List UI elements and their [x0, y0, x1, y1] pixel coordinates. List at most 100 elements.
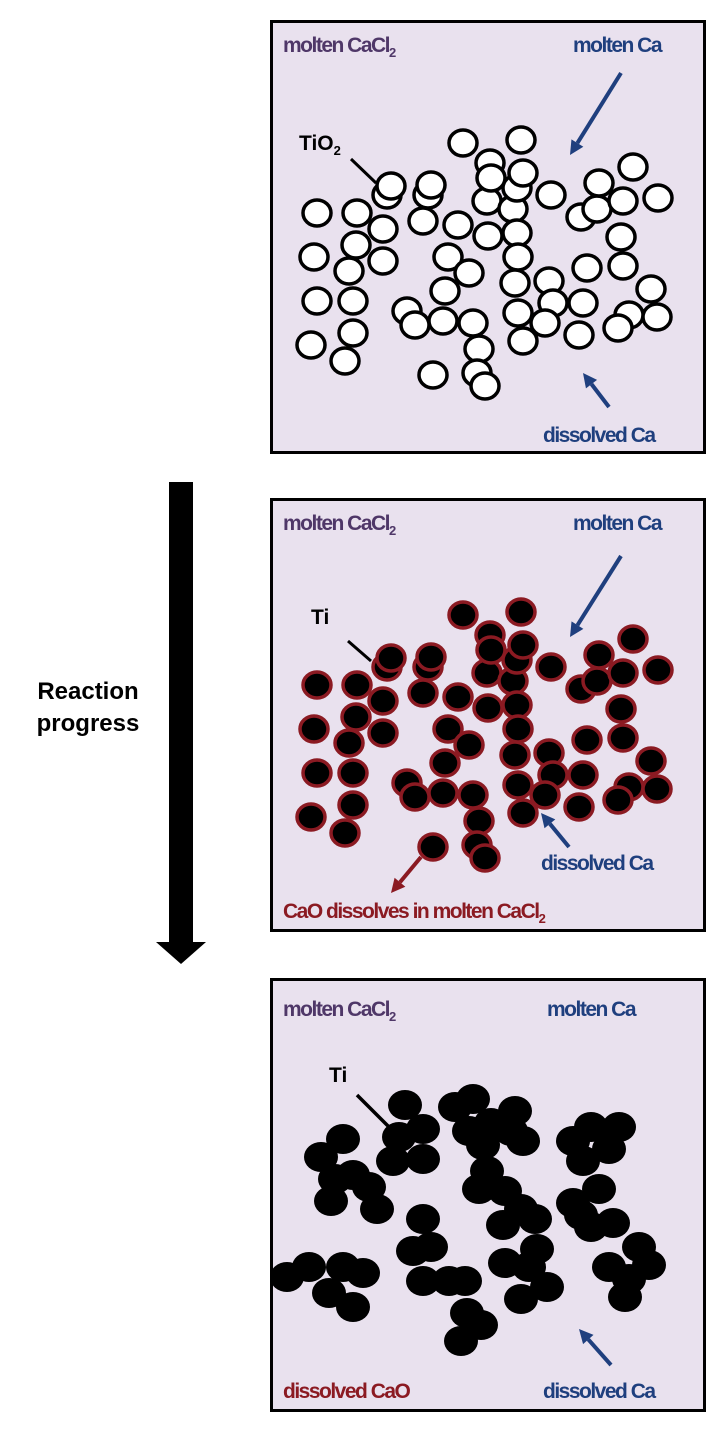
tio2-particle — [427, 306, 459, 336]
ti-particle — [417, 832, 449, 862]
ti-particle — [301, 670, 333, 700]
ti-particle — [507, 798, 539, 828]
tio2-particle — [337, 318, 369, 348]
tio2-particle — [507, 326, 539, 356]
tio2-particle — [607, 186, 639, 216]
sintered-ti-cluster — [376, 1090, 440, 1176]
ti-grain — [622, 1232, 656, 1262]
sintered-ti-cluster — [488, 1234, 564, 1314]
tio2-particle — [472, 221, 504, 251]
tio2-particle — [499, 268, 531, 298]
ti-particle — [415, 642, 447, 672]
tio2-particle — [432, 242, 464, 272]
ti-leader-line — [347, 639, 372, 663]
tio2-particle — [502, 298, 534, 328]
sintered-ti-cluster — [556, 1174, 630, 1242]
tio2-particle — [301, 198, 333, 228]
ti-particle — [298, 714, 330, 744]
ti-particle — [641, 774, 673, 804]
ti-particle — [472, 693, 504, 723]
tio2-particle — [475, 163, 507, 193]
tio2-particle — [442, 210, 474, 240]
ti-particle — [529, 780, 561, 810]
tio2-particle — [301, 286, 333, 316]
ti-grain — [346, 1258, 380, 1288]
ti-particle — [367, 718, 399, 748]
ti-grain — [564, 1200, 598, 1230]
ti-grain — [376, 1146, 410, 1176]
ti-particle — [447, 600, 479, 630]
tio2-particle — [457, 308, 489, 338]
ti-particle — [399, 782, 431, 812]
tio2-particle — [367, 214, 399, 244]
tio2-particle — [581, 194, 613, 224]
ti-particle — [333, 728, 365, 758]
ti-particle — [583, 640, 615, 670]
ti-particle — [563, 792, 595, 822]
ti-grain — [462, 1174, 496, 1204]
tio2-particle — [502, 242, 534, 272]
ti-grain — [602, 1112, 636, 1142]
cao-dissolves-arrow — [391, 855, 423, 893]
ti-particle — [329, 818, 361, 848]
ti-grain — [326, 1124, 360, 1154]
ti-particle — [502, 714, 534, 744]
tio2-particle — [507, 158, 539, 188]
ti-grain — [304, 1142, 338, 1172]
tio2-particle — [407, 206, 439, 236]
ti-particle — [407, 678, 439, 708]
ti-grain — [520, 1234, 554, 1264]
tio2-particle — [602, 313, 634, 343]
dissolved-cao-label: dissolved CaO — [283, 1380, 411, 1403]
ti-particle — [429, 748, 461, 778]
ti-grain — [406, 1204, 440, 1234]
tio2-particle — [567, 288, 599, 318]
ti-particle — [642, 655, 674, 685]
tio2-particle — [341, 198, 373, 228]
ti-grain — [312, 1278, 346, 1308]
particle-layer — [295, 554, 674, 893]
ti-particle — [375, 643, 407, 673]
ti-grain — [464, 1310, 498, 1340]
particle-layer — [273, 1084, 666, 1367]
ti-particle — [337, 758, 369, 788]
tio2-particle — [295, 330, 327, 360]
molten-ca-label: molten Ca — [573, 512, 663, 535]
ti-leader-line — [355, 1093, 397, 1135]
sintered-ti-cluster — [556, 1112, 636, 1176]
ti-particle — [463, 806, 495, 836]
tio2-particle — [399, 310, 431, 340]
ti-grain — [352, 1172, 386, 1202]
sintered-ti-cluster — [304, 1124, 394, 1224]
tio2-particle — [367, 246, 399, 276]
ti-label: Ti — [311, 606, 330, 629]
ti-particle — [581, 666, 613, 696]
ti-particle — [505, 597, 537, 627]
tio2-leader-line — [349, 157, 378, 185]
ti-label: Ti — [329, 1064, 348, 1087]
tio2-particle — [642, 183, 674, 213]
tio2-particle — [375, 171, 407, 201]
molten-ca-label: molten Ca — [573, 34, 663, 57]
ti-grain — [336, 1292, 370, 1322]
dissolved-ca-label: dissolved Ca — [543, 424, 656, 447]
dissolved-ca-arrow — [583, 373, 611, 409]
molten-ca-arrow — [570, 554, 623, 637]
ti-particle — [469, 843, 501, 873]
ti-grain — [314, 1186, 348, 1216]
ti-particle — [340, 702, 372, 732]
dissolved-ca-label: dissolved Ca — [543, 1380, 656, 1403]
ti-grain — [388, 1090, 422, 1120]
tio2-particle — [571, 253, 603, 283]
ti-particle — [635, 746, 667, 776]
ti-particle — [602, 785, 634, 815]
tio2-particle — [340, 230, 372, 260]
ti-particle — [605, 694, 637, 724]
ti-grain — [596, 1208, 630, 1238]
ti-particle — [457, 780, 489, 810]
ti-particle — [507, 630, 539, 660]
tio2-particle — [469, 371, 501, 401]
ti-grain — [506, 1126, 540, 1156]
tio2-particle — [505, 125, 537, 155]
